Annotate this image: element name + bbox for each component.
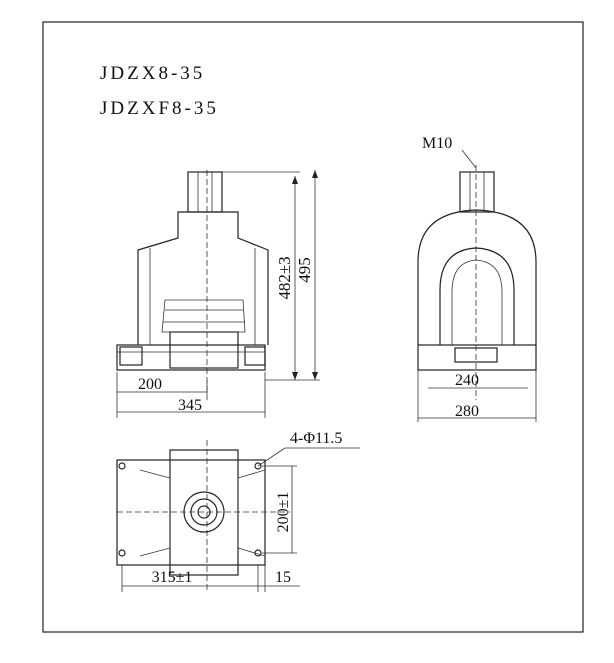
dim-hole-spacing-v: 200±1 xyxy=(275,492,292,533)
hole-label: 4-Φ11.5 xyxy=(290,430,342,447)
side-view: 240 280 M10 xyxy=(417,135,537,422)
dim-hole-spacing-h: 315±1 xyxy=(152,569,193,586)
top-view: 4-Φ11.5 200±1 315±1 15 xyxy=(116,430,360,592)
model-label-2: JDZXF8-35 xyxy=(100,98,219,119)
dim-outer-width: 280 xyxy=(455,403,479,420)
model-label-1: JDZX8-35 xyxy=(100,63,206,84)
front-view: 482±3 495 200 345 xyxy=(116,170,320,418)
dim-base-width: 345 xyxy=(178,397,202,414)
frame-border xyxy=(42,21,584,633)
dim-height-inner: 482±3 xyxy=(275,256,294,299)
dim-edge: 15 xyxy=(275,569,291,586)
dim-half-width: 200 xyxy=(138,376,162,393)
dim-height-outer: 495 xyxy=(295,257,314,283)
dim-inner-width: 240 xyxy=(455,372,479,389)
thread-label: M10 xyxy=(422,135,452,152)
front-base xyxy=(116,344,266,371)
